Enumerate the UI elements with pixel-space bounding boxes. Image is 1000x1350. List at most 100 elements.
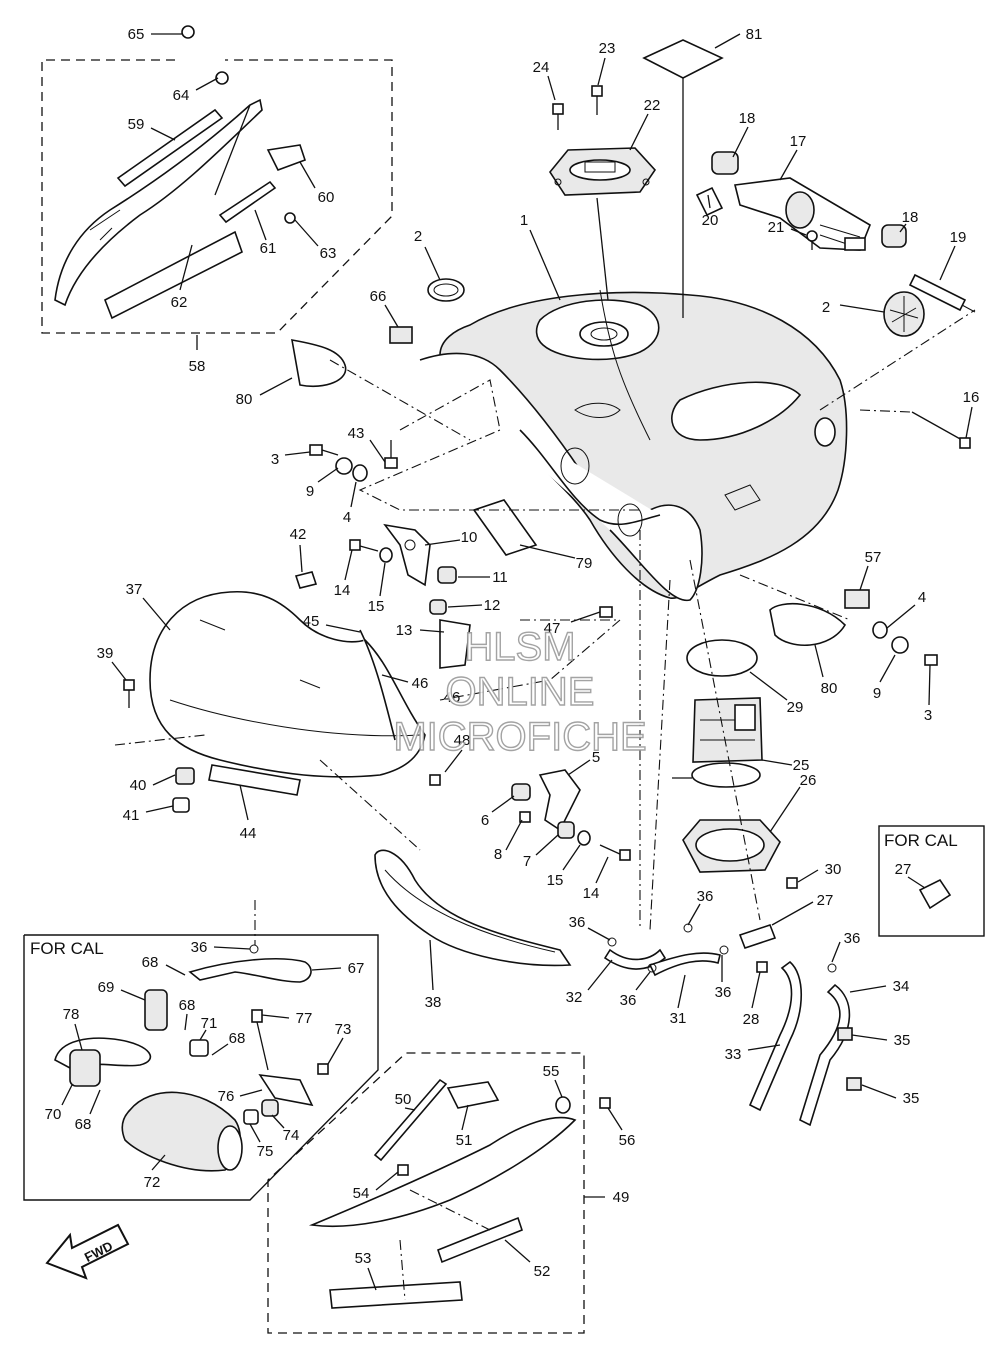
callout-70: 70 xyxy=(45,1106,62,1123)
callout-65: 65 xyxy=(128,26,145,43)
callout-4: 4 xyxy=(918,589,926,606)
callout-9: 9 xyxy=(306,483,314,500)
callout-15: 15 xyxy=(368,598,385,615)
collar-9-left xyxy=(335,457,353,475)
callout-64: 64 xyxy=(173,87,190,104)
callout-68: 68 xyxy=(75,1116,92,1133)
callout-1: 1 xyxy=(520,212,528,229)
callout-4: 4 xyxy=(343,509,351,526)
callout-13: 13 xyxy=(396,622,413,639)
callout-67: 67 xyxy=(348,960,365,977)
panel-80-right xyxy=(769,602,847,646)
callout-19: 19 xyxy=(950,229,967,246)
fastener-3-right xyxy=(924,654,938,666)
watermark: HLSM ONLINE MICROFICHE xyxy=(393,624,648,759)
bolt-16 xyxy=(911,411,971,449)
callout-75: 75 xyxy=(257,1143,274,1160)
callout-31: 31 xyxy=(670,1010,687,1027)
callout-49: 49 xyxy=(613,1189,630,1206)
callout-16: 16 xyxy=(963,389,980,406)
strip-50 xyxy=(373,1078,448,1162)
o-ring-29 xyxy=(686,639,758,677)
callout-46: 46 xyxy=(412,675,429,692)
callout-26: 26 xyxy=(800,772,817,789)
hose-34 xyxy=(799,983,851,1127)
callout-81: 81 xyxy=(746,26,763,43)
callout-9: 9 xyxy=(873,685,881,702)
callout-36: 36 xyxy=(569,914,586,931)
callout-28: 28 xyxy=(743,1011,760,1028)
fuel-cap-assembly xyxy=(549,147,657,301)
valve-69 xyxy=(144,989,168,1031)
grommet-12 xyxy=(429,599,447,615)
callout-36: 36 xyxy=(697,888,714,905)
callout-74: 74 xyxy=(283,1127,300,1144)
callout-46: 46 xyxy=(444,689,461,706)
side-cover-51 xyxy=(308,1081,577,1228)
bolt-24 xyxy=(552,103,564,130)
tank-frame xyxy=(419,352,703,601)
callout-68: 68 xyxy=(229,1030,246,1047)
canister-72 xyxy=(121,1091,243,1172)
hose-67 xyxy=(188,958,312,983)
callout-71: 71 xyxy=(201,1015,218,1032)
clip-57 xyxy=(844,589,870,609)
fuel-pump-25 xyxy=(672,697,763,788)
callout-30: 30 xyxy=(825,861,842,878)
screw-77 xyxy=(251,1009,269,1071)
pad-79 xyxy=(472,499,538,556)
callout-48: 48 xyxy=(454,732,471,749)
callout-57: 57 xyxy=(865,549,882,566)
callout-35: 35 xyxy=(903,1090,920,1107)
callout-61: 61 xyxy=(260,240,277,257)
washer-15-lower xyxy=(577,830,591,846)
callout-34: 34 xyxy=(893,978,910,995)
callout-51: 51 xyxy=(456,1132,473,1149)
bracket-76 xyxy=(258,1073,314,1107)
callout-79: 79 xyxy=(576,555,593,572)
callout-10: 10 xyxy=(461,529,478,546)
callout-59: 59 xyxy=(128,116,145,133)
bolt-23 xyxy=(591,85,603,115)
callout-41: 41 xyxy=(123,807,140,824)
gasket-26 xyxy=(682,819,781,873)
washer-15-upper xyxy=(379,547,393,563)
callout-11: 11 xyxy=(492,569,508,586)
grommet-2-right xyxy=(883,291,925,337)
callout-14: 14 xyxy=(334,582,351,599)
fastener-3-left xyxy=(309,444,339,456)
screw-73 xyxy=(317,1063,329,1075)
strip-53 xyxy=(329,1281,463,1309)
callout-53: 53 xyxy=(355,1250,372,1267)
collar-6 xyxy=(511,783,531,801)
callout-2: 2 xyxy=(822,299,830,316)
callout-44: 44 xyxy=(240,825,257,842)
joint-70 xyxy=(69,1049,101,1087)
callout-23: 23 xyxy=(599,40,616,57)
grommet-74 xyxy=(261,1099,279,1117)
callout-56: 56 xyxy=(619,1132,636,1149)
for-cal-box-right: FOR CAL xyxy=(878,825,985,937)
callout-63: 63 xyxy=(320,245,337,262)
callout-68: 68 xyxy=(142,954,159,971)
collar-75 xyxy=(243,1109,259,1125)
bushing-18-left xyxy=(711,151,739,175)
callout-40: 40 xyxy=(130,777,147,794)
tab-66 xyxy=(389,326,413,344)
callout-35: 35 xyxy=(894,1032,911,1049)
for-cal-box-left: FOR CAL xyxy=(23,934,379,1201)
callout-69: 69 xyxy=(98,979,115,996)
screw-56 xyxy=(599,1097,611,1109)
callout-36: 36 xyxy=(715,984,732,1001)
callout-39: 39 xyxy=(97,645,114,662)
grommet-2-top xyxy=(427,278,465,302)
callout-6: 6 xyxy=(481,812,489,829)
callout-52: 52 xyxy=(534,1263,551,1280)
watermark-line-3: MICROFICHE xyxy=(393,715,646,759)
callout-21: 21 xyxy=(768,219,785,236)
callout-14: 14 xyxy=(583,885,600,902)
strip-52 xyxy=(437,1216,523,1264)
hose-33 xyxy=(748,960,803,1112)
callout-58: 58 xyxy=(189,358,206,375)
callout-73: 73 xyxy=(335,1021,352,1038)
